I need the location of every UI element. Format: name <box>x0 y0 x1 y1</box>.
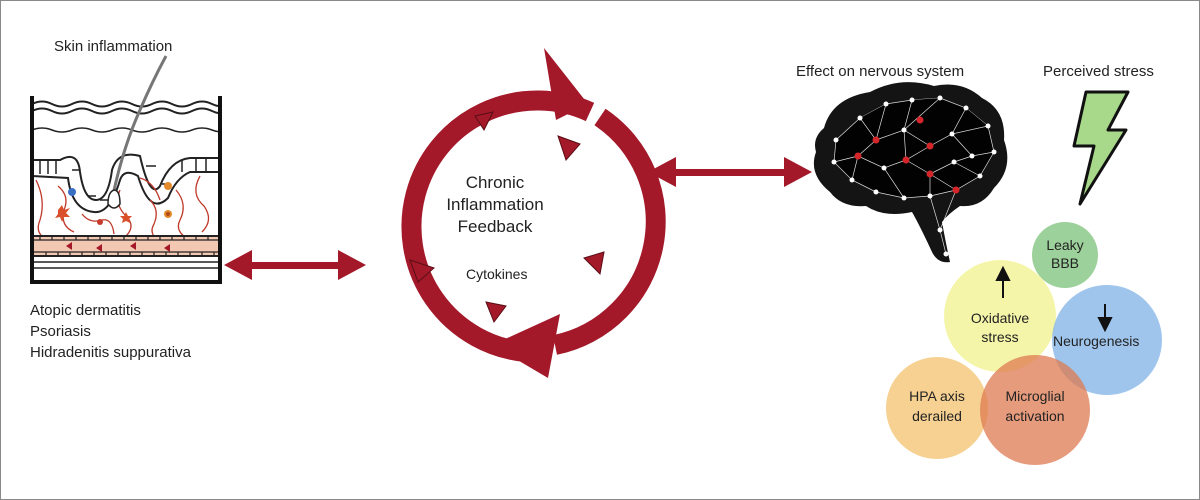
cycle-title: Chronic Inflammation Feedback <box>446 173 544 236</box>
oxidative-stress-label: Oxidative stress <box>970 310 1030 345</box>
perceived-stress-label: Perceived stress <box>1043 63 1154 80</box>
neurogenesis-label: Neurogenesis <box>1053 333 1140 349</box>
cytokine-markers <box>409 111 605 324</box>
double-arrow-skin-cycle <box>224 250 366 280</box>
arrow-down-icon <box>1097 304 1113 333</box>
effect-circles <box>886 222 1162 465</box>
skin-cross-section <box>30 55 222 284</box>
microglial-activation-label: Microglial activation <box>1005 388 1065 424</box>
skin-inflammation-label: Skin inflammation <box>54 38 173 55</box>
brain-network <box>813 82 1008 263</box>
double-arrow-cycle-brain <box>648 157 812 187</box>
condition-item: Hidradenitis suppurativa <box>30 344 191 361</box>
cytokines-label: Cytokines <box>466 266 528 282</box>
conditions-list: Atopic dermatitis Psoriasis Hidradenitis… <box>30 300 191 363</box>
condition-item: Psoriasis <box>30 323 91 340</box>
condition-item: Atopic dermatitis <box>30 302 141 319</box>
hpa-axis-label: HPA axis derailed <box>909 388 965 424</box>
leaky-bbb-label: Leaky BBB <box>1046 237 1084 271</box>
effect-nervous-system-label: Effect on nervous system <box>796 63 965 80</box>
feedback-cycle <box>401 48 666 378</box>
lightning-bolt-icon <box>1072 90 1130 206</box>
arrow-up-icon <box>995 265 1011 298</box>
